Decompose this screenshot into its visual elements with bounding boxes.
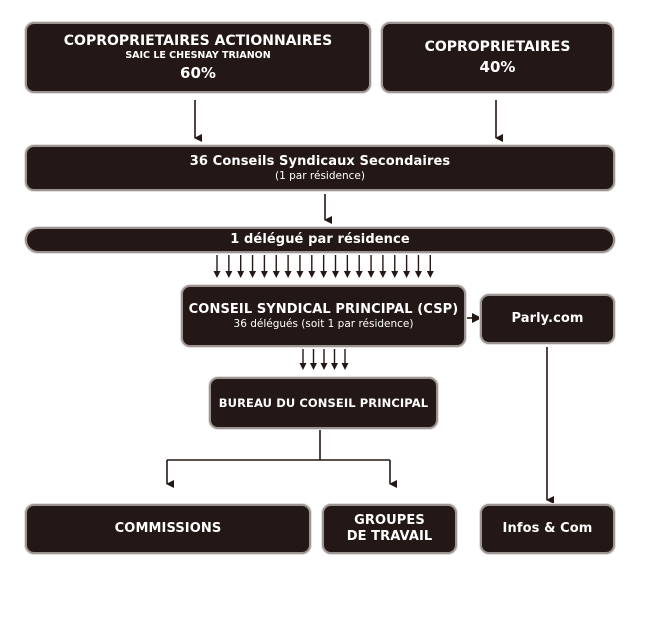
infos-title: Infos & Com [502,521,593,536]
delegate-arrow-head [426,271,434,278]
csp-arrow-head [310,363,317,370]
box-groupes-de-travail: GROUPES DE TRAVAIL [322,504,457,554]
box-parly-com: Parly.com [480,294,615,344]
actionnaires-subtitle: SAIC LE CHESNAY TRIANON [125,49,271,61]
box-infos-com: Infos & Com [480,504,615,554]
delegate-arrow-head [260,271,268,278]
csp-note: 36 délégués (soit 1 par résidence) [233,317,414,330]
parly-title: Parly.com [511,311,584,326]
coproprietaires-percent: 40% [479,57,516,76]
delegate-arrow-head [343,271,351,278]
csp-arrow-head [299,363,307,370]
csp-arrow-head [341,363,349,370]
delegate-title: 1 délégué par résidence [230,232,410,247]
actionnaires-title: COPROPRIETAIRES ACTIONNAIRES [63,32,333,49]
box-commissions: COMMISSIONS [25,504,311,554]
councils-note: (1 par résidence) [275,169,365,182]
groupes-line1: GROUPES [354,513,425,528]
delegate-arrow-head [237,271,245,278]
box-coproprietaires-actionnaires: COPROPRIETAIRES ACTIONNAIRES SAIC LE CHE… [25,22,371,93]
delegate-arrow-head [367,271,375,278]
delegate-arrow-head [414,271,422,278]
delegate-arrow-head [332,271,339,278]
box-conseils-syndicaux-secondaires: 36 Conseils Syndicaux Secondaires (1 par… [25,145,615,191]
councils-title: 36 Conseils Syndicaux Secondaires [189,153,451,169]
delegate-arrow-head [249,271,257,278]
delegate-arrow-head [308,271,316,278]
csp-arrows-group [299,349,349,370]
delegate-arrows-group [213,255,434,278]
csp-arrow-head [331,363,338,370]
commissions-title: COMMISSIONS [114,521,222,536]
delegate-arrow-head [379,271,387,278]
groupes-line2: DE TRAVAIL [346,529,433,544]
coproprietaires-title: COPROPRIETAIRES [424,38,571,55]
bureau-title: BUREAU DU CONSEIL PRINCIPAL [218,396,429,410]
box-bureau-conseil-principal: BUREAU DU CONSEIL PRINCIPAL [209,377,438,429]
delegate-arrow-head [320,271,328,278]
csp-arrow-head [320,363,328,370]
delegate-arrow-head [296,271,304,278]
delegate-arrow-head [284,271,292,278]
box-delegue-par-residence: 1 délégué par résidence [25,227,615,253]
delegate-arrow-head [391,271,399,278]
delegate-arrow-head [403,271,411,278]
delegate-arrow-head [355,271,363,278]
actionnaires-percent: 60% [180,63,216,82]
delegate-arrow-head [225,271,233,278]
delegate-arrow-head [272,271,280,278]
box-conseil-syndical-principal: CONSEIL SYNDICAL PRINCIPAL (CSP) 36 délé… [181,285,466,347]
csp-title: CONSEIL SYNDICAL PRINCIPAL (CSP) [188,301,459,317]
box-coproprietaires: COPROPRIETAIRES 40% [381,22,614,93]
delegate-arrow-head [213,271,221,278]
